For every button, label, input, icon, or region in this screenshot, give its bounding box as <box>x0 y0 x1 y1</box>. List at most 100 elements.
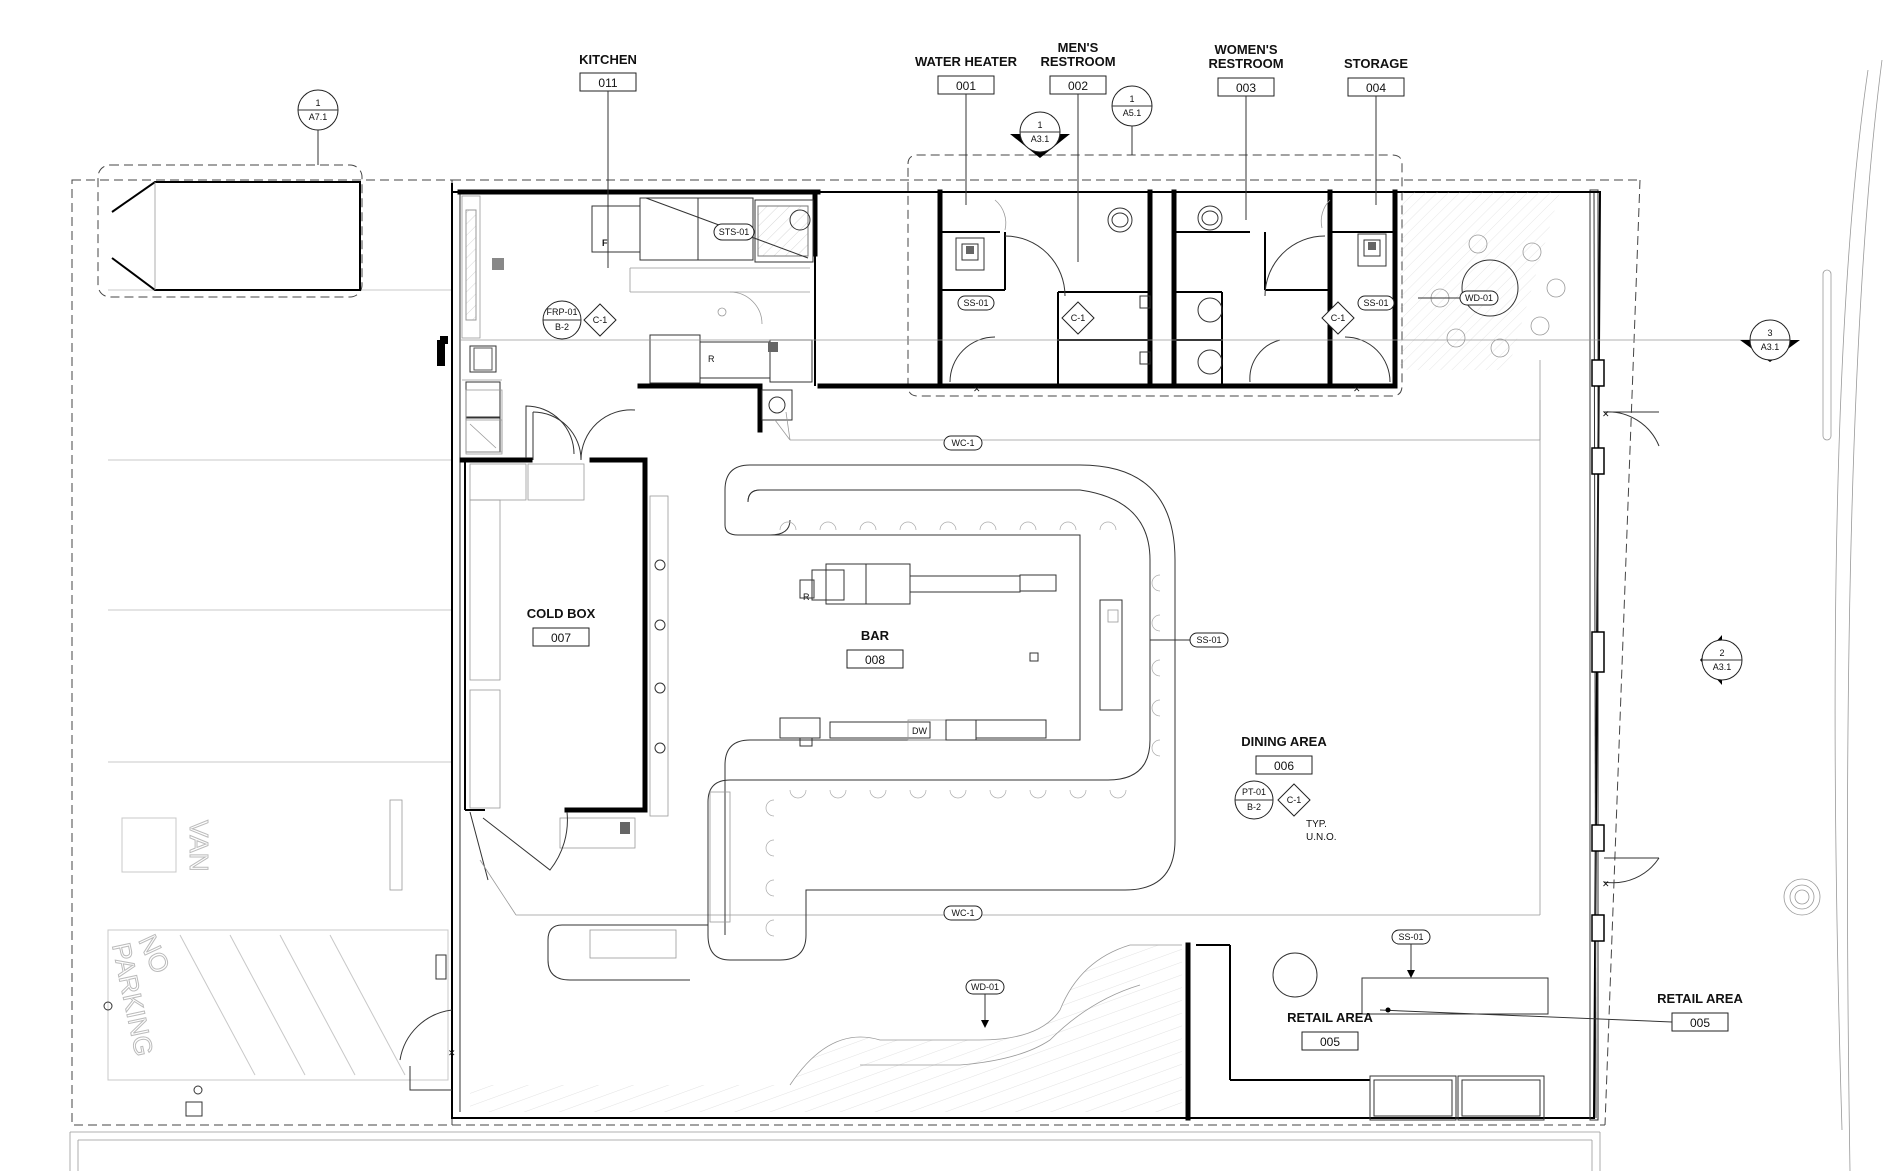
room-dining-area[interactable]: DINING AREA 006 <box>1241 734 1327 775</box>
svg-text:A5.1: A5.1 <box>1123 108 1142 118</box>
svg-text:MEN'S: MEN'S <box>1058 40 1099 55</box>
room-bar[interactable]: BAR 008 <box>846 628 904 669</box>
svg-text:FRP-01: FRP-01 <box>546 307 577 317</box>
van-text: VAN <box>184 820 214 872</box>
typ-note: TYP. <box>1306 819 1327 830</box>
svg-text:C-1: C-1 <box>593 315 608 325</box>
svg-text:✕: ✕ <box>448 1048 456 1058</box>
room-kitchen[interactable]: KITCHEN 011 <box>579 52 637 268</box>
refrigerator-label: R <box>708 354 715 364</box>
tag-frp-01-kitchen[interactable]: FRP-01 B-2 C-1 <box>542 300 617 340</box>
svg-text:STS-01: STS-01 <box>719 227 750 237</box>
kitchen-walls <box>457 189 1398 433</box>
bar-stools <box>765 521 1161 937</box>
svg-text:WD-01: WD-01 <box>1465 293 1493 303</box>
svg-text:RETAIL AREA: RETAIL AREA <box>1657 991 1743 1006</box>
svg-text:003: 003 <box>1236 81 1256 95</box>
bar-counter: R DW <box>547 464 1176 981</box>
uno-note: U.N.O. <box>1306 832 1337 843</box>
tag-ss-01-mens[interactable]: SS-01 <box>957 295 995 311</box>
tag-wd-01-lounge[interactable]: WD-01 <box>1418 290 1499 306</box>
svg-text:BAR: BAR <box>861 628 890 643</box>
svg-text:RESTROOM: RESTROOM <box>1040 54 1115 69</box>
tag-wc-1-south[interactable]: WC-1 <box>943 905 983 921</box>
svg-text:A7.1: A7.1 <box>309 112 328 122</box>
svg-text:005: 005 <box>1320 1035 1340 1049</box>
svg-text:005: 005 <box>1690 1016 1710 1030</box>
room-water-heater[interactable]: WATER HEATER 001 <box>915 54 1018 205</box>
svg-text:C-1: C-1 <box>1287 795 1302 805</box>
svg-text:008: 008 <box>865 653 885 667</box>
tag-pt-01-dining[interactable]: PT-01 B-2 C-1 TYP. U.N.O. <box>1234 780 1337 843</box>
room-storage[interactable]: STORAGE 004 <box>1344 56 1408 205</box>
svg-text:B-2: B-2 <box>555 322 569 332</box>
cold-box-walls <box>459 409 669 881</box>
storefront-windows: ✕ ✕ <box>1589 189 1660 1121</box>
svg-text:WC-1: WC-1 <box>952 438 975 448</box>
svg-text:SS-01: SS-01 <box>1398 932 1423 942</box>
tag-ss-01-retail[interactable]: SS-01 <box>1391 929 1431 978</box>
svg-text:✕: ✕ <box>1602 879 1610 889</box>
svg-text:006: 006 <box>1274 759 1294 773</box>
restroom-walls: ✕ ✕ <box>818 189 1600 394</box>
svg-text:004: 004 <box>1366 81 1386 95</box>
retail-walls <box>1185 942 1549 1121</box>
svg-text:001: 001 <box>956 79 976 93</box>
svg-text:007: 007 <box>551 631 571 645</box>
svg-text:✕: ✕ <box>1602 409 1610 419</box>
svg-text:WATER HEATER: WATER HEATER <box>915 54 1018 69</box>
svg-text:A3.1: A3.1 <box>1713 662 1732 672</box>
restroom-block-dash <box>907 154 1403 397</box>
site-curb <box>69 59 1883 1171</box>
svg-text:RETAIL AREA: RETAIL AREA <box>1287 1010 1373 1025</box>
section-marker-a5[interactable]: 1 A5.1 <box>1111 85 1153 155</box>
room-cold-box[interactable]: COLD BOX 007 <box>527 606 596 647</box>
svg-text:1: 1 <box>1037 120 1042 130</box>
svg-text:WD-01: WD-01 <box>971 982 999 992</box>
dumpster-enclosure <box>97 164 363 298</box>
svg-text:COLD BOX: COLD BOX <box>527 606 596 621</box>
svg-text:002: 002 <box>1068 79 1088 93</box>
dining-bench-lines <box>479 360 1541 916</box>
svg-text:✕: ✕ <box>973 384 981 394</box>
svg-text:SS-01: SS-01 <box>1196 635 1221 645</box>
svg-text:3: 3 <box>1767 328 1772 338</box>
tag-c1-mens[interactable]: C-1 <box>1061 301 1095 335</box>
parking-lot: VAN NO PARKING <box>71 179 453 1126</box>
room-retail-area-outside[interactable]: RETAIL AREA 005 <box>1379 991 1743 1032</box>
svg-text:RESTROOM: RESTROOM <box>1208 56 1283 71</box>
tag-sts-01[interactable]: STS-01 <box>645 197 809 259</box>
wood-floor-area <box>470 944 1182 1112</box>
svg-text:A3.1: A3.1 <box>1031 134 1050 144</box>
svg-text:A3.1: A3.1 <box>1761 342 1780 352</box>
tag-wc-1-north[interactable]: WC-1 <box>943 435 983 451</box>
section-marker-a3-south[interactable]: 2 A3.1 <box>1700 635 1743 685</box>
svg-text:C-1: C-1 <box>1331 313 1346 323</box>
west-corridor: ✕ <box>399 379 575 1091</box>
tag-ss-01-womens[interactable]: SS-01 <box>1357 295 1395 311</box>
tag-ss-01-bar[interactable]: SS-01 <box>1150 632 1229 648</box>
svg-text:B-2: B-2 <box>1247 802 1261 812</box>
svg-text:STORAGE: STORAGE <box>1344 56 1408 71</box>
svg-text:KITCHEN: KITCHEN <box>579 52 637 67</box>
svg-text:C-1: C-1 <box>1071 313 1086 323</box>
kitchen-equipment: F R <box>461 195 814 453</box>
svg-text:1: 1 <box>315 98 320 108</box>
bar-refrigerator-label: R <box>803 592 810 602</box>
svg-text:1: 1 <box>1129 94 1134 104</box>
room-mens-restroom[interactable]: MEN'S RESTROOM 002 <box>1040 40 1116 262</box>
section-marker-a3-north[interactable]: 1 A3.1 <box>1010 111 1070 158</box>
east-lounge <box>1400 192 1566 370</box>
room-retail-area-inside[interactable]: RETAIL AREA 005 <box>1287 1010 1373 1051</box>
tag-wd-01-floor[interactable]: WD-01 <box>965 979 1005 1028</box>
section-marker-a3-east[interactable]: 3 A3.1 <box>460 319 1800 362</box>
room-womens-restroom[interactable]: WOMEN'S RESTROOM 003 <box>1208 42 1284 220</box>
dishwasher-label: DW <box>912 726 927 736</box>
section-marker-a7[interactable]: 1 A7.1 <box>297 89 339 165</box>
tag-c1-womens[interactable]: C-1 <box>1321 301 1355 335</box>
svg-text:SS-01: SS-01 <box>1363 298 1388 308</box>
svg-text:WC-1: WC-1 <box>952 908 975 918</box>
svg-text:PT-01: PT-01 <box>1242 787 1266 797</box>
svg-text:✕: ✕ <box>1353 384 1361 394</box>
